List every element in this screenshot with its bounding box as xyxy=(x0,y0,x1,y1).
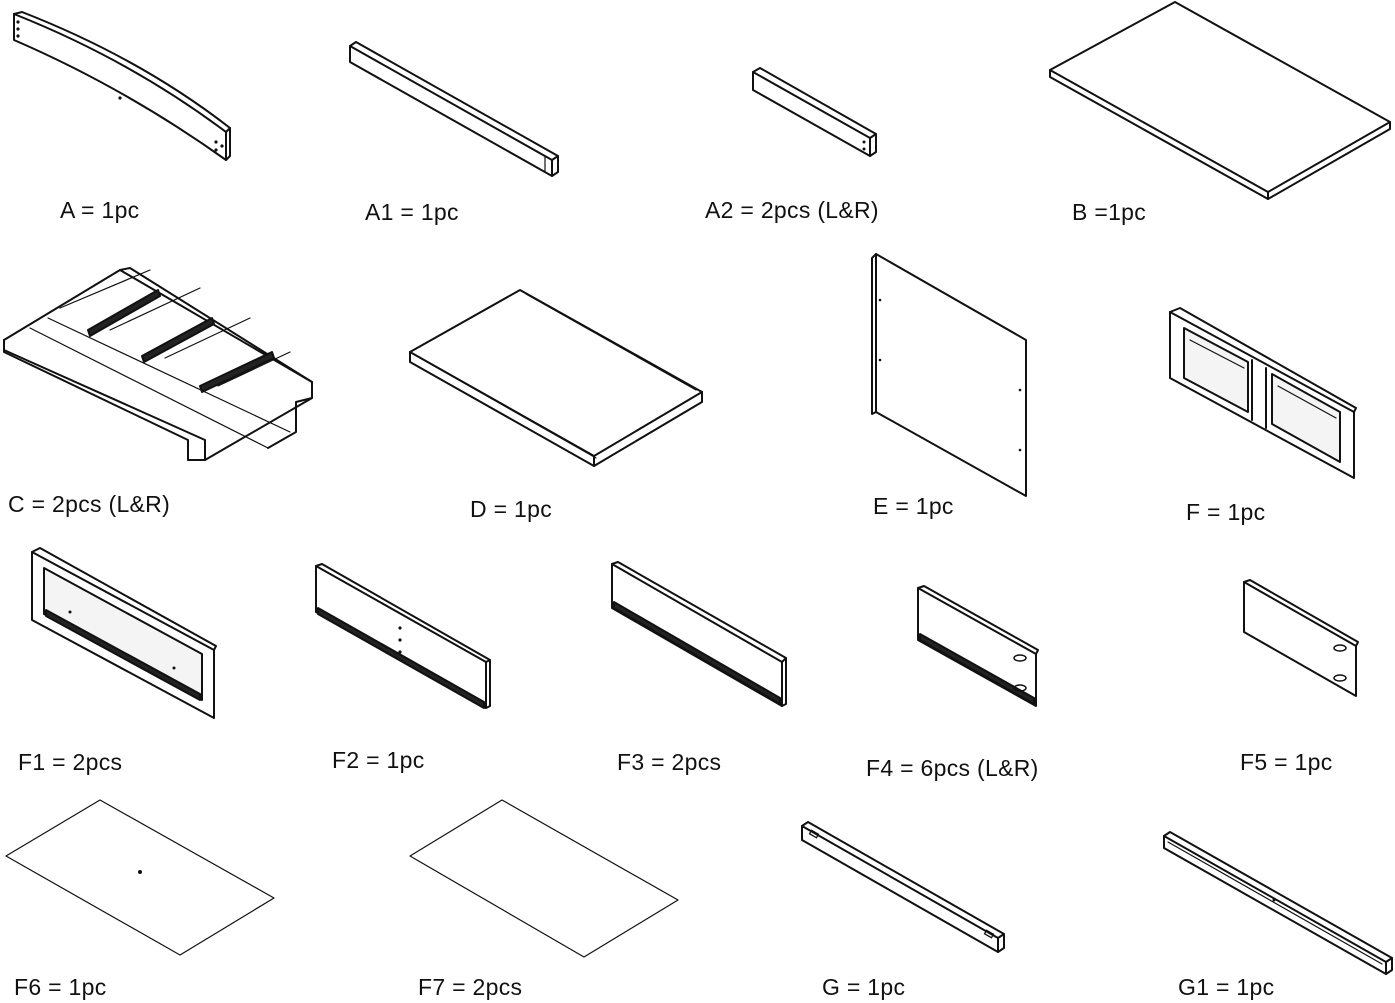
part-f1-label: F1 = 2pcs xyxy=(18,749,122,775)
part-d-label: D = 1pc xyxy=(470,496,552,522)
part-f1-drawing xyxy=(31,547,217,719)
part-a1-label: A1 = 1pc xyxy=(365,199,459,225)
part-g1-label: G1 = 1pc xyxy=(1178,974,1274,1000)
part-a1-drawing xyxy=(349,41,559,177)
part-f5-drawing xyxy=(1243,579,1359,697)
part-g1-drawing xyxy=(1163,831,1393,975)
part-f-label: F = 1pc xyxy=(1186,499,1265,525)
part-c-drawing xyxy=(3,267,313,461)
part-g-drawing xyxy=(801,821,1005,953)
part-f7-drawing xyxy=(409,799,679,958)
part-g-label: G = 1pc xyxy=(822,974,905,1000)
part-e-label: E = 1pc xyxy=(873,493,954,519)
part-f4-drawing xyxy=(917,585,1039,707)
part-f7-label: F7 = 2pcs xyxy=(418,974,522,1000)
part-a2-drawing xyxy=(752,67,877,157)
part-f6-drawing xyxy=(5,799,275,956)
part-a-label: A = 1pc xyxy=(60,197,139,223)
part-f-drawing xyxy=(1169,307,1357,479)
part-f4-label: F4 = 6pcs (L&R) xyxy=(866,755,1039,781)
part-c-label: C = 2pcs (L&R) xyxy=(8,491,170,517)
part-f6-label: F6 = 1pc xyxy=(14,974,107,1000)
part-e-drawing xyxy=(871,253,1027,497)
part-a2-label: A2 = 2pcs (L&R) xyxy=(705,197,879,223)
part-f3-drawing xyxy=(611,561,787,707)
part-f5-label: F5 = 1pc xyxy=(1240,749,1333,775)
part-b-drawing xyxy=(1049,1,1391,200)
part-f2-label: F2 = 1pc xyxy=(332,747,425,773)
part-f3-label: F3 = 2pcs xyxy=(617,749,721,775)
part-f2-drawing xyxy=(315,563,491,709)
part-a-drawing xyxy=(13,11,231,161)
part-d-drawing xyxy=(409,289,703,467)
part-b-label: B =1pc xyxy=(1072,199,1146,225)
